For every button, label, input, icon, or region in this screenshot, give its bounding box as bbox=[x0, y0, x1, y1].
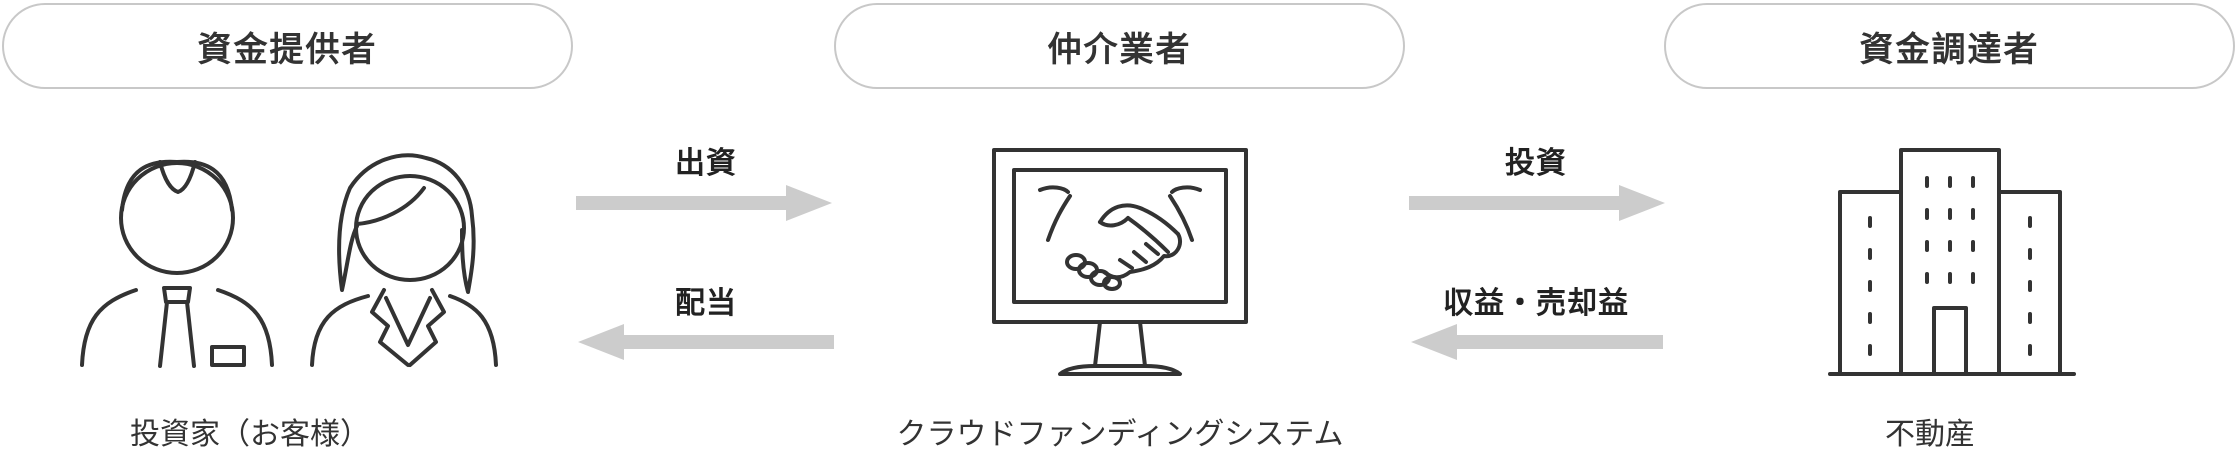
flow-label-capital-deployment: 投資 bbox=[1505, 146, 1567, 181]
man-figure-icon bbox=[80, 159, 274, 368]
arrow-left-returns bbox=[1411, 324, 1663, 360]
caption-crowdfunding-system: クラウドファンディングシステム bbox=[896, 417, 1344, 452]
flow-label-dividend: 配当 bbox=[675, 286, 737, 321]
building-icon bbox=[1828, 148, 2076, 376]
flow-label-investment: 出資 bbox=[675, 146, 737, 181]
header-intermediary: 仲介業者 bbox=[834, 3, 1405, 89]
people-icon bbox=[80, 153, 498, 368]
header-funding-provider-label: 資金提供者 bbox=[197, 29, 378, 70]
monitor-handshake-icon bbox=[992, 148, 1248, 376]
arrow-right-investment bbox=[576, 185, 832, 221]
caption-investor: 投資家（お客様） bbox=[130, 417, 370, 452]
monitor-frame bbox=[992, 148, 1248, 324]
header-funding-raiser: 資金調達者 bbox=[1664, 3, 2235, 89]
building-windows bbox=[1868, 176, 2032, 356]
arrow-left-dividend bbox=[578, 324, 834, 360]
handshake-icon bbox=[1038, 185, 1202, 291]
header-funding-raiser-label: 資金調達者 bbox=[1859, 29, 2040, 70]
header-intermediary-label: 仲介業者 bbox=[1047, 29, 1192, 70]
header-funding-provider: 資金提供者 bbox=[2, 3, 573, 89]
flow-label-returns: 収益・売却益 bbox=[1443, 286, 1629, 321]
arrow-right-capital-deployment bbox=[1409, 185, 1665, 221]
woman-figure-icon bbox=[310, 153, 498, 367]
caption-real-estate: 不動産 bbox=[1885, 417, 1975, 452]
monitor-screen bbox=[1012, 168, 1228, 304]
